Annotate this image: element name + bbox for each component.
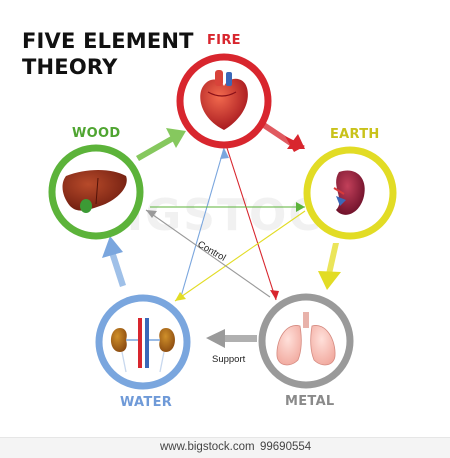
support-arrow-fire-earth: [260, 121, 305, 152]
arrowhead-to-earth: [296, 202, 305, 212]
control-line-metal-wood: [145, 209, 271, 298]
support-arrow-metal-water: [206, 329, 257, 348]
support-arrow-wood-fire: [136, 128, 186, 161]
footer-url: www.bigstock.com: [160, 441, 255, 453]
footer-bar: www.bigstock.com 99690554: [0, 437, 450, 458]
metal-circle: [258, 293, 354, 389]
liver-icon: [62, 170, 127, 213]
arrowhead-to-fire: [220, 148, 229, 159]
control-line-water-fire: [179, 147, 225, 301]
water-circle: [95, 294, 191, 390]
support-arrow-earth-metal: [318, 243, 341, 290]
support-arrows: [102, 121, 341, 348]
lungs-icon: [276, 312, 336, 366]
arrowhead-to-water: [175, 292, 186, 301]
control-line-fire-metal: [226, 147, 277, 301]
kidneys-icon: [111, 318, 175, 373]
title-line-2: THEORY: [22, 55, 118, 79]
earth-label: EARTH: [330, 127, 380, 142]
wood-label: WOOD: [72, 126, 121, 141]
water-label: WATER: [120, 395, 173, 410]
page-title: FIVE ELEMENT THEORY: [22, 28, 194, 80]
control-line-earth-water: [174, 210, 306, 302]
footer-id: 99690554: [260, 441, 312, 453]
title-line-1: FIVE ELEMENT: [22, 29, 194, 53]
spleen-icon: [333, 170, 365, 215]
support-arrow-water-wood: [102, 236, 126, 287]
control-lines: [145, 147, 306, 302]
arrowhead-to-wood: [146, 210, 157, 218]
metal-label: METAL: [285, 394, 335, 409]
fire-label: FIRE: [207, 33, 241, 48]
arrowhead-to-metal: [270, 290, 279, 300]
support-label: Support: [212, 354, 246, 365]
heart-icon: [200, 70, 248, 130]
